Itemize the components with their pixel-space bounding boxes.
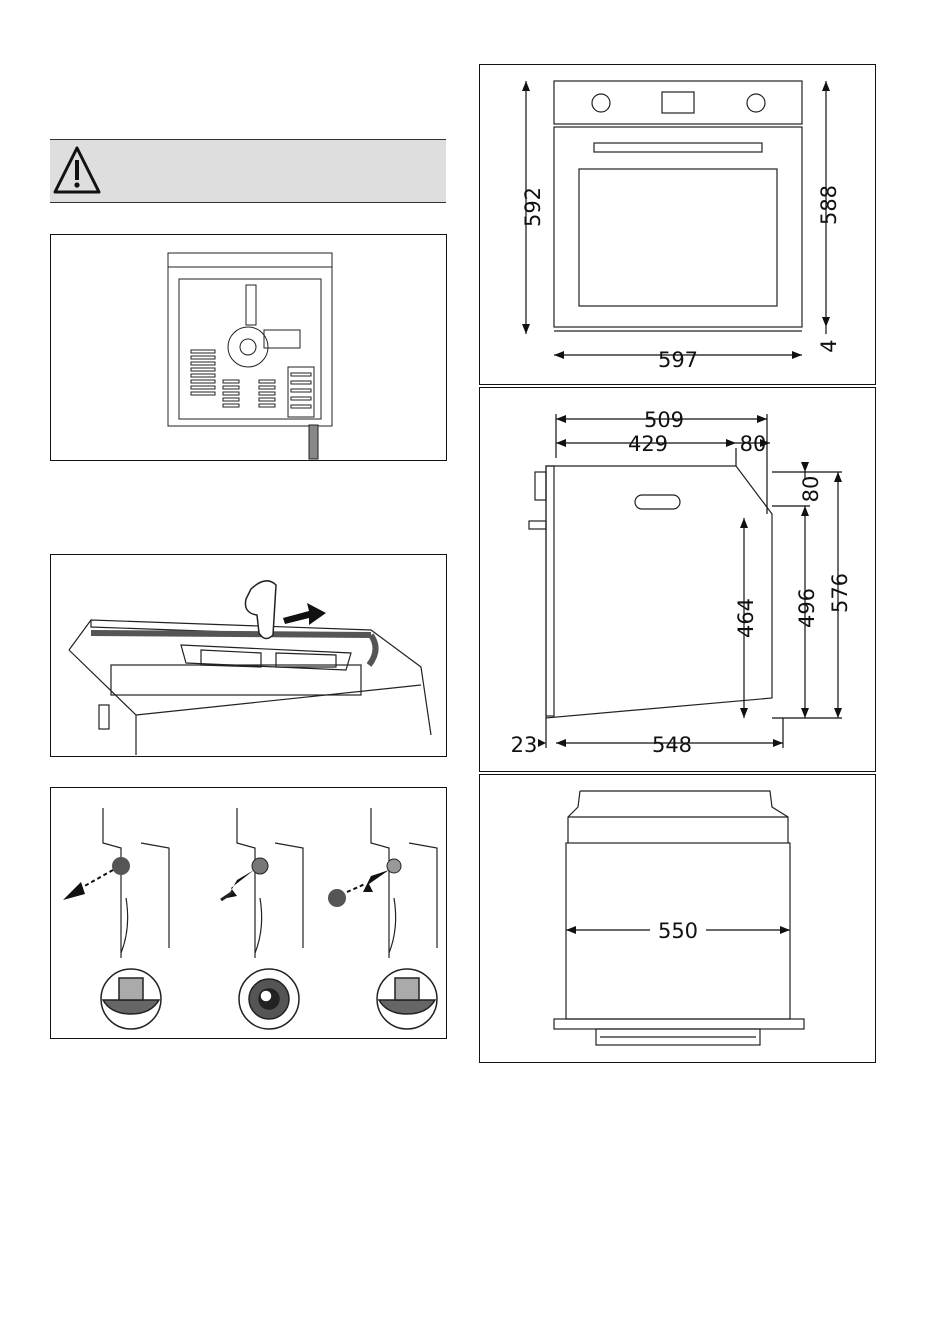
- dim-592: 592: [521, 187, 545, 227]
- dim-550: 550: [658, 919, 698, 943]
- dim-588: 588: [817, 185, 841, 225]
- front-dimensions-drawing: 592 588 4 597: [480, 65, 877, 386]
- dim-23: 23: [511, 733, 538, 757]
- dim-4: 4: [817, 339, 841, 352]
- figure-side-dimensions: 509 429 80 80 464 496 576 23 548: [479, 387, 876, 772]
- dim-548: 548: [652, 733, 692, 757]
- figure-seal-strip: [50, 554, 447, 757]
- figure-front-dimensions: 592 588 4 597: [479, 64, 876, 385]
- oven-rear-drawing: [51, 235, 448, 462]
- warning-icon: [52, 140, 112, 204]
- dim-496: 496: [795, 588, 819, 628]
- dim-464: 464: [734, 598, 758, 638]
- dim-576: 576: [828, 573, 852, 613]
- dim-80-step: 80: [799, 476, 823, 503]
- dim-509: 509: [644, 408, 684, 432]
- top-dimensions-drawing: 550: [480, 775, 877, 1064]
- dim-80-top: 80: [740, 432, 767, 456]
- seal-strip-drawing: [51, 555, 448, 758]
- screw-caps-drawing: [51, 788, 448, 1040]
- dim-597: 597: [658, 348, 698, 372]
- side-dimensions-drawing: 509 429 80 80 464 496 576 23 548: [480, 388, 877, 773]
- figure-oven-rear: [50, 234, 447, 461]
- figure-top-dimensions: 550: [479, 774, 876, 1063]
- warning-banner: [50, 139, 446, 203]
- dim-429: 429: [628, 432, 668, 456]
- figure-screw-caps: [50, 787, 447, 1039]
